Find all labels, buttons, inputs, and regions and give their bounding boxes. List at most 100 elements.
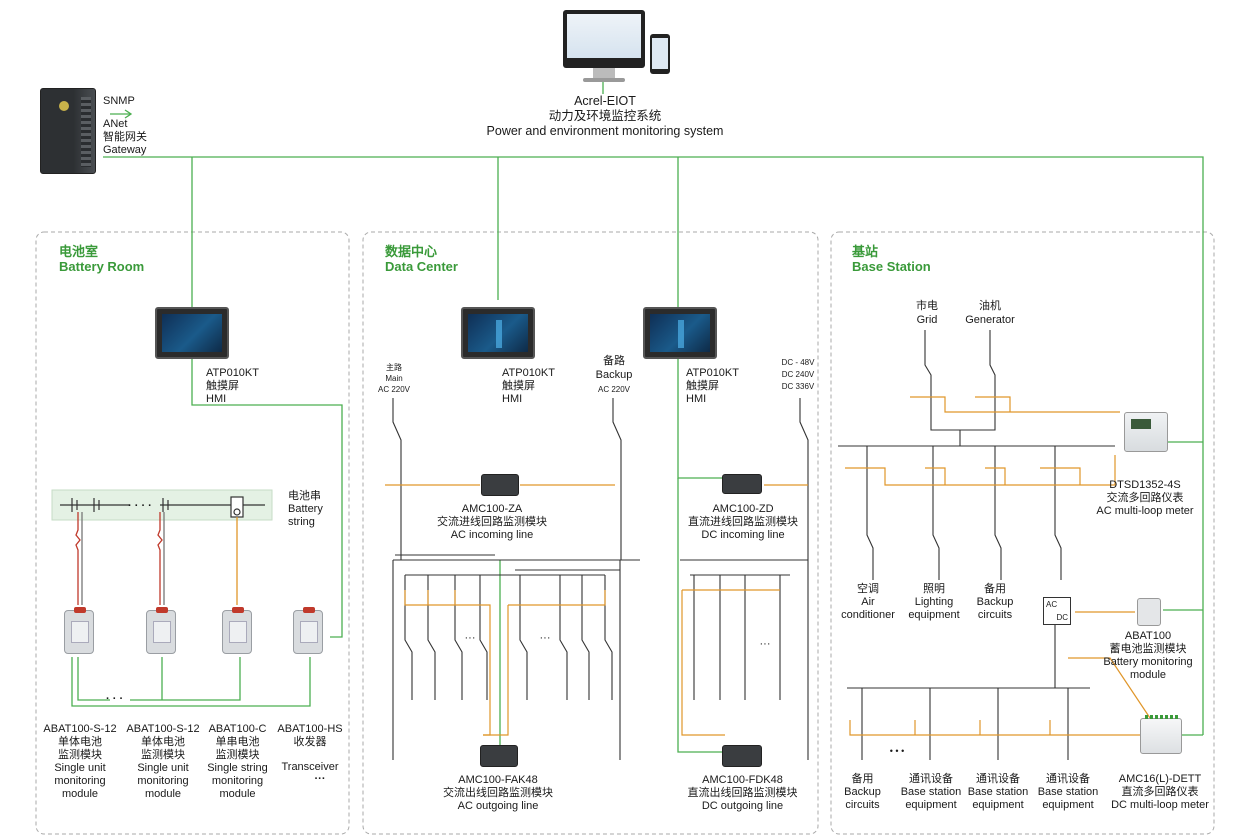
load-en2: equipment (1042, 799, 1094, 811)
hmi-model: ATP010KT (686, 367, 739, 379)
load-cn: 通讯设备 (1046, 773, 1090, 785)
amc-zd-en: DC incoming line (701, 529, 785, 541)
load-en2: circuits (845, 799, 880, 811)
string-en1: Battery (288, 503, 323, 515)
load-en1: Base station (967, 786, 1029, 798)
gateway-en: Gateway (103, 144, 147, 156)
abat-en1: Battery monitoring (1103, 656, 1193, 668)
hmi-cn: 触摸屏 (206, 380, 239, 392)
dots: · · · · (128, 500, 152, 512)
amc16-meter (1140, 715, 1182, 754)
amc-fdk-en: DC outgoing line (701, 800, 784, 812)
battery-module (146, 607, 176, 654)
hmi-screen (461, 307, 535, 359)
gateway-cn: 智能网关 (103, 131, 147, 143)
battery-room-title-en: Battery Room (59, 259, 145, 274)
string-en2: string (288, 516, 315, 528)
gateway-device (40, 88, 96, 174)
load-en2: equipment (905, 799, 957, 811)
dtsd-model: DTSD1352-4S (1109, 479, 1181, 491)
snmp-label: SNMP (103, 95, 135, 107)
monitor-icon (563, 10, 645, 82)
load-cn: 照明 (923, 583, 945, 595)
amc-fak-en: AC outgoing line (457, 800, 539, 812)
load-en2: circuits (977, 609, 1013, 621)
module-cn: 收发器 (293, 736, 327, 748)
amc16-model: AMC16(L)-DETT (1118, 773, 1202, 785)
hmi-screen (643, 307, 717, 359)
module-dots: ··· (314, 773, 326, 785)
load-en1: Air (861, 596, 875, 608)
generator-en: Generator (965, 314, 1015, 326)
ellipsis: ··· (759, 638, 771, 650)
base-station-title-cn: 基站 (852, 244, 879, 259)
load-en2: equipment (972, 799, 1024, 811)
load-en1: Base station (1037, 786, 1099, 798)
amc-za-cn: 交流进线回路监测模块 (437, 516, 547, 528)
load-en2: equipment (908, 609, 960, 621)
battery-module (222, 607, 252, 654)
phone-icon (650, 34, 670, 74)
main-cn: 主路 (386, 363, 402, 372)
load-cn: 备用 (851, 773, 874, 785)
amc16-en: DC multi-loop meter (1111, 799, 1209, 811)
data-center-title-en: Data Center (385, 259, 458, 274)
load-en1: Backup (844, 786, 881, 798)
module-model: ABAT100-HS (277, 723, 343, 735)
string-cn: 电池串 (288, 490, 321, 502)
battery-module (64, 607, 94, 654)
dtsd-meter (1124, 412, 1168, 452)
module-label: ABAT100-C 单串电池 监测模块 Single string monito… (207, 723, 268, 800)
main-bus (71, 78, 1204, 753)
system-cn: 动力及环境监控系统 (548, 109, 662, 123)
load-en1: Base station (900, 786, 962, 798)
amc-fdk-device (722, 745, 762, 767)
abat-module (1137, 598, 1161, 626)
amc-za-model: AMC100-ZA (461, 503, 523, 515)
main-en: Main (385, 374, 403, 383)
hmi-screen (155, 307, 229, 359)
ellipsis: ··· (464, 632, 476, 644)
amc-fdk-model: AMC100-FDK48 (702, 774, 783, 786)
grid-en: Grid (916, 314, 938, 326)
load-en2: conditioner (841, 609, 895, 621)
amc-zd-cn: 直流进线回路监测模块 (688, 516, 798, 528)
module-label: ABAT100-S-12 单体电池 监测模块 Single unit monit… (126, 723, 200, 800)
gateway-model: ANet (103, 118, 128, 130)
load-cn: 通讯设备 (976, 773, 1020, 785)
dtsd-en: AC multi-loop meter (1096, 505, 1194, 517)
base-station-title-en: Base Station (852, 259, 931, 274)
ellipsis: • • • (889, 746, 905, 756)
hmi-en: HMI (686, 393, 707, 405)
backup-cn: 备路 (603, 355, 625, 367)
battery-room-title-cn: 电池室 (59, 244, 99, 259)
hmi-model: ATP010KT (502, 367, 555, 379)
backup-voltage: AC 220V (597, 385, 631, 394)
generator-cn: 油机 (979, 300, 1001, 312)
hmi-model: ATP010KT (206, 367, 259, 379)
battery-module (293, 607, 323, 654)
acdc-converter: AC DC (1043, 597, 1071, 625)
module-label: ABAT100-S-12 单体电池 监测模块 Single unit monit… (43, 723, 117, 800)
amc-za-device (481, 474, 519, 496)
hmi-en: HMI (502, 393, 523, 405)
dc-voltage-3: DC 336V (781, 382, 815, 391)
data-center-frame (362, 231, 819, 835)
abat-en2: module (1129, 669, 1167, 681)
grid-cn: 市电 (916, 300, 938, 312)
main-voltage: AC 220V (377, 385, 411, 394)
base-station-frame (830, 231, 1215, 835)
module-en: Transceiver (281, 761, 339, 773)
data-center-title-cn: 数据中心 (385, 244, 438, 259)
backup-en: Backup (595, 369, 633, 381)
hmi-en: HMI (206, 393, 227, 405)
amc-fak-model: AMC100-FAK48 (458, 774, 538, 786)
dots: · · · (106, 693, 124, 705)
amc-za-en: AC incoming line (450, 529, 534, 541)
abat-model: ABAT100 (1124, 630, 1172, 642)
load-cn: 备用 (984, 583, 1006, 595)
load-cn: 通讯设备 (909, 773, 953, 785)
load-en1: Backup (976, 596, 1014, 608)
dc-voltage-2: DC 240V (781, 370, 815, 379)
